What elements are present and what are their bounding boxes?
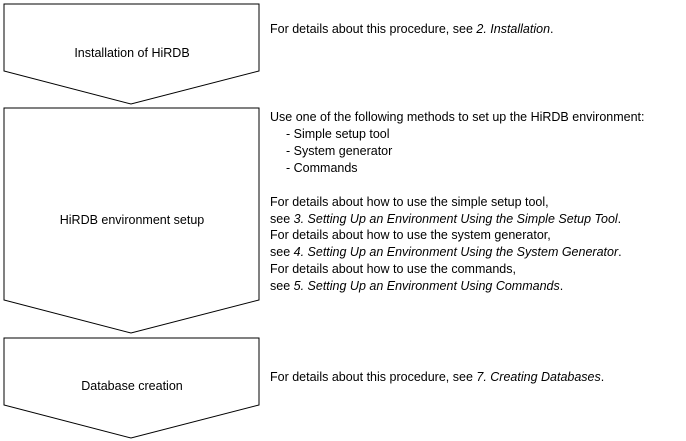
detail-reference: see 4. Setting Up an Environment Using t… [270, 244, 645, 261]
spacer [270, 177, 645, 194]
detail-reference: see 3. Setting Up an Environment Using t… [270, 211, 645, 228]
detail-suffix: . [559, 279, 564, 294]
step-2-arrow-shape [3, 107, 260, 334]
detail-text: For details about how to use the command… [270, 262, 516, 277]
detail-ref: 3. Setting Up an Environment Using the S… [293, 211, 618, 226]
step-3-desc-prefix: For details about this procedure, see [270, 370, 477, 384]
detail-suffix: . [618, 245, 622, 260]
detail-text: For details about how to use the simple … [270, 194, 549, 209]
detail-text: For details about how to use the system … [270, 228, 551, 243]
step-1-desc-suffix: . [550, 22, 554, 36]
step-3-desc-suffix: . [600, 370, 605, 384]
step-3-description: For details about this procedure, see 7.… [270, 369, 604, 386]
detail-suffix: . [617, 211, 622, 226]
step-3-desc-ref: 7. Creating Databases [476, 370, 601, 384]
detail-reference: see 5. Setting Up an Environment Using C… [270, 278, 645, 295]
see-text: see [270, 211, 294, 226]
step-1-label: Installation of HiRDB [74, 46, 190, 60]
step-1-arrow-shape [3, 3, 260, 105]
step-3-label: Database creation [81, 379, 183, 393]
step-1-desc-ref: 2. Installation [476, 22, 551, 36]
method-item: - Simple setup tool [286, 126, 390, 141]
detail-ref: 4. Setting Up an Environment Using the S… [293, 245, 619, 260]
see-text: see [270, 279, 294, 294]
step-1-desc-prefix: For details about this procedure, see [270, 22, 477, 36]
step-2-label: HiRDB environment setup [59, 213, 205, 227]
step-3-arrow-shape [3, 337, 260, 439]
method-item: - Commands [286, 160, 358, 175]
method-item: - System generator [286, 143, 393, 158]
detail-ref: 5. Setting Up an Environment Using Comma… [293, 279, 560, 294]
step-2-intro: Use one of the following methods to set … [270, 110, 645, 124]
step-1-description: For details about this procedure, see 2.… [270, 21, 554, 38]
step-2-description: Use one of the following methods to set … [270, 109, 645, 295]
see-text: see [270, 245, 294, 260]
